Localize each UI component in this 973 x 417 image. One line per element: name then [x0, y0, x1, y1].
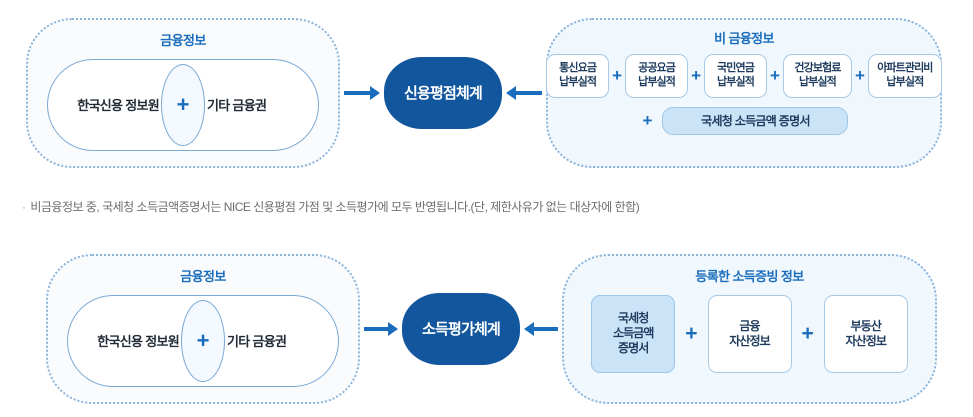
arrow-right-icon-income — [360, 320, 402, 338]
venn-right-label-credit: 기타 금융권 — [183, 58, 319, 151]
chip-line-2: 납부실적 — [717, 75, 755, 88]
bullet-marker: · — [22, 200, 26, 214]
footnote-caption: · 비금융정보 중, 국세청 소득금액증명서는 NICE 신용평점 가점 및 소… — [22, 198, 952, 215]
panel-title-financial-income: 금융정보 — [180, 268, 226, 284]
arrow-left-icon-credit — [502, 84, 546, 102]
credit-score-system-node: 신용평점체계 — [384, 56, 502, 129]
chip-line-2: 납부실적 — [559, 75, 597, 88]
chip-line-1: 국세청 — [618, 311, 649, 325]
arrow-left-icon-income — [520, 320, 562, 338]
nonfinancial-bottom-row: + 국세청 소득금액 증명서 — [640, 106, 849, 135]
chip-real-estate-asset-info: 부동산 자산정보 — [823, 294, 908, 373]
chip-line-3: 증명서 — [618, 341, 649, 355]
plus-icon: + — [196, 327, 210, 353]
chip-utility-payment: 공공요금 납부실적 — [625, 53, 689, 98]
financial-info-panel-credit: 금융정보 한국신용 정보원 기타 금융권 + — [26, 17, 340, 168]
chip-line-1: 부동산 — [850, 318, 882, 333]
chip-national-pension-payment: 국민연금 납부실적 — [704, 53, 767, 98]
venn-right-label-income: 기타 금융권 — [203, 294, 339, 387]
footnote-text: 비금융정보 중, 국세청 소득금액증명서는 NICE 신용평점 가점 및 소득평… — [30, 200, 640, 214]
plus-icon: + — [612, 66, 623, 85]
plus-icon: + — [854, 66, 865, 85]
chip-line-2: 자산정보 — [845, 333, 887, 348]
chip-telecom-payment: 통신요금 납부실적 — [546, 53, 610, 98]
panel-title-nonfinancial: 비 금융정보 — [714, 30, 774, 46]
nonfinancial-info-panel: 비 금융정보 통신요금 납부실적 + 공공요금 납부실적 + 국민연금 납부실적… — [546, 17, 942, 168]
credit-scoring-diagram: 금융정보 한국신용 정보원 기타 금융권 + 신용평점체계 비 금융정보 통신요… — [0, 0, 973, 185]
chip-line-1: 금융 — [739, 318, 760, 333]
chip-apartment-maintenance-payment: 아파트관리비 납부실적 — [867, 53, 942, 98]
chip-line-2: 납부실적 — [886, 75, 924, 88]
registered-income-docs-panel: 등록한 소득증빙 정보 국세청 소득금액 증명서 + 금융 자산정보 + 부동산… — [562, 253, 937, 404]
plus-icon: + — [176, 91, 190, 117]
plus-icon: + — [770, 66, 780, 85]
panel-title-income-docs: 등록한 소득증빙 정보 — [695, 268, 804, 284]
chip-line-1: 아파트관리비 — [877, 61, 933, 74]
income-evaluation-diagram: 금융정보 한국신용 정보원 기타 금융권 + 소득평가체계 등록한 소득증빙 정… — [0, 240, 973, 417]
chip-line-2: 소득금액 — [612, 326, 654, 340]
venn-overlap-income: + — [181, 299, 225, 382]
chip-line-1: 건강보험료 — [794, 61, 841, 74]
venn-overlap-credit: + — [161, 63, 205, 146]
chip-line-2: 납부실적 — [798, 75, 837, 88]
financial-info-panel-income: 금융정보 한국신용 정보원 기타 금융권 + — [46, 253, 360, 404]
venn-left-label-credit: 한국신용 정보원 — [47, 58, 183, 151]
plus-icon: + — [801, 322, 814, 345]
chip-line-1: 공공요금 — [638, 61, 676, 74]
chip-nts-income-certificate: 국세청 소득금액 증명서 — [662, 106, 849, 135]
panel-title-financial-credit: 금융정보 — [160, 32, 206, 48]
arrow-right-icon-credit — [340, 84, 384, 102]
chip-health-insurance-payment: 건강보험료 납부실적 — [782, 53, 852, 98]
venn-left-label-income: 한국신용 정보원 — [67, 294, 203, 387]
income-docs-chip-row: 국세청 소득금액 증명서 + 금융 자산정보 + 부동산 자산정보 — [591, 294, 908, 373]
chip-line-2: 자산정보 — [729, 333, 770, 348]
plus-icon: + — [685, 322, 698, 345]
chip-financial-asset-info: 금융 자산정보 — [707, 294, 792, 373]
venn-diagram-income: 한국신용 정보원 기타 금융권 + — [67, 294, 339, 387]
chip-line-1: 국민연금 — [717, 61, 755, 74]
income-evaluation-system-node: 소득평가체계 — [402, 292, 520, 365]
chip-line-2: 납부실적 — [638, 75, 676, 88]
chip-nts-income-certificate: 국세청 소득금액 증명서 — [591, 294, 676, 373]
chip-line-1: 통신요금 — [559, 61, 597, 74]
plus-icon: + — [642, 111, 653, 130]
plus-icon: + — [691, 66, 701, 85]
nonfinancial-chip-row: 통신요금 납부실적 + 공공요금 납부실적 + 국민연금 납부실적 + 건강보험… — [546, 53, 942, 98]
venn-diagram-credit: 한국신용 정보원 기타 금융권 + — [47, 58, 319, 151]
